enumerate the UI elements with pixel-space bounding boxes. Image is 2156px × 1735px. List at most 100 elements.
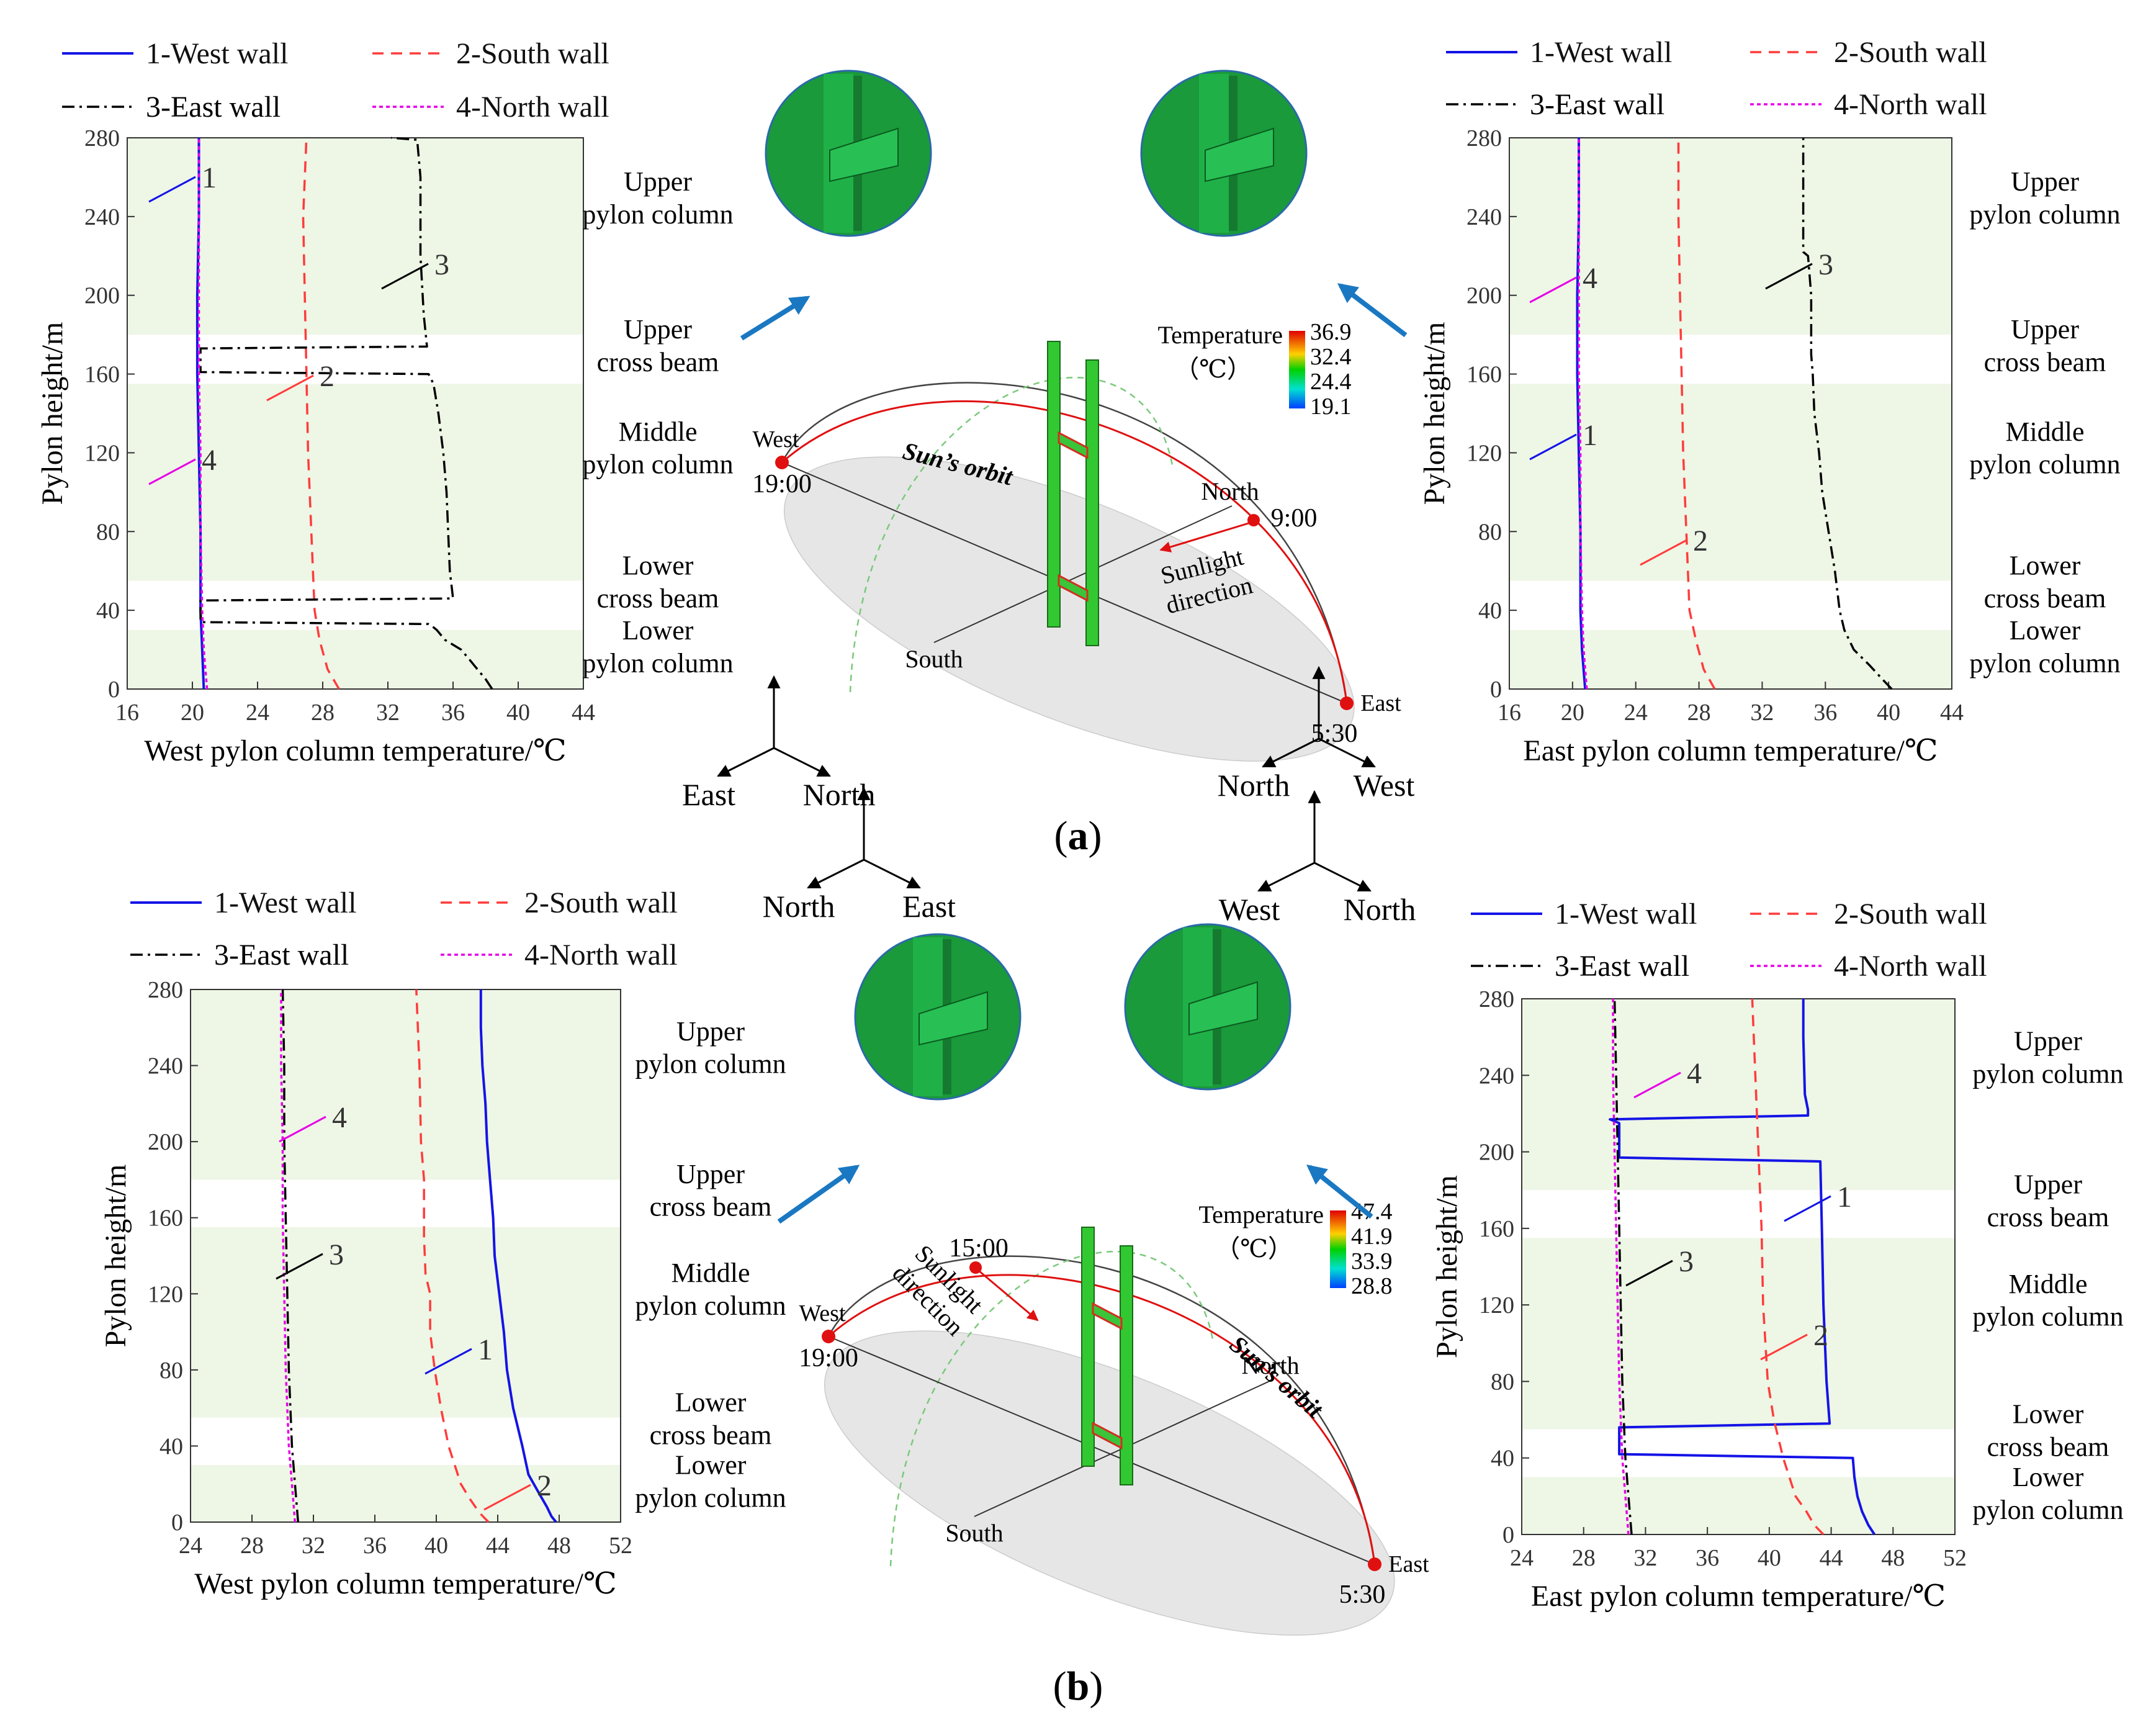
series-marker-leader-4 bbox=[1633, 1071, 1681, 1099]
legend-entry-1: 1-West wall bbox=[1530, 36, 1672, 69]
y-tick-label: 200 bbox=[148, 1129, 183, 1155]
x-tick-label: 48 bbox=[1881, 1545, 1905, 1571]
series-marker-leader-4 bbox=[148, 458, 196, 485]
x-tick-label: 36 bbox=[441, 700, 465, 726]
compass-south: South bbox=[905, 645, 963, 673]
panel-label-a: (a) bbox=[1054, 813, 1102, 858]
zoom-bubble-beam bbox=[829, 127, 899, 183]
plot-frame bbox=[190, 989, 621, 1523]
series-marker-4: 4 bbox=[332, 1101, 347, 1134]
series-marker-leader-3 bbox=[1765, 263, 1813, 290]
axis-label-1: North bbox=[763, 889, 835, 924]
plot-frame bbox=[1509, 137, 1952, 690]
axis-right bbox=[1318, 737, 1376, 768]
y-tick-label: 280 bbox=[148, 977, 183, 1003]
compass-east: East bbox=[1360, 690, 1401, 716]
sun-point-mid bbox=[1247, 514, 1260, 526]
y-tick-label: 40 bbox=[1478, 598, 1502, 624]
pointer-arrow-2 bbox=[1337, 283, 1408, 338]
legend-entry-4: 4-North wall bbox=[456, 91, 609, 124]
legend-entry-1: 1-West wall bbox=[146, 37, 288, 70]
x-tick-label: 20 bbox=[181, 700, 204, 726]
x-tick-label: 44 bbox=[486, 1533, 510, 1559]
series-line-4 bbox=[197, 138, 209, 690]
series-marker-3: 3 bbox=[1679, 1245, 1694, 1278]
region-band-2 bbox=[1509, 384, 1952, 581]
series-marker-4: 4 bbox=[202, 444, 217, 477]
x-tick-label: 44 bbox=[572, 700, 595, 726]
time-end: 5:30 bbox=[1339, 1580, 1386, 1609]
legend-entry-4: 4-North wall bbox=[1834, 88, 1987, 121]
series-marker-1: 1 bbox=[478, 1333, 493, 1366]
orbit-label: Sun’s orbit bbox=[1224, 1330, 1329, 1424]
series-line-2 bbox=[1751, 998, 1825, 1536]
series-marker-leader-1 bbox=[148, 176, 196, 203]
series-marker-2: 2 bbox=[537, 1469, 552, 1502]
series-marker-leader-1 bbox=[1529, 433, 1577, 461]
y-tick-label: 0 bbox=[171, 1510, 183, 1536]
legend-entry-4: 4-North wall bbox=[1834, 950, 1987, 983]
axis-left bbox=[1257, 862, 1315, 892]
diagrams-layer: Temperature（℃）36.932.424.419.1West19:00E… bbox=[682, 70, 1429, 1636]
y-tick-label: 40 bbox=[96, 598, 120, 624]
sun-point-start bbox=[822, 1330, 835, 1343]
y-axis-label: Pylon height/m bbox=[1431, 1175, 1463, 1358]
colorbar-title: Temperature bbox=[1198, 1201, 1324, 1228]
plot-frame bbox=[1521, 998, 1956, 1535]
sunlight-arrow bbox=[1159, 521, 1251, 552]
colorbar-unit: （℃） bbox=[1174, 355, 1252, 383]
series-marker-4: 4 bbox=[1583, 262, 1597, 295]
series-marker-leader-1 bbox=[424, 1348, 472, 1375]
x-tick-label: 40 bbox=[1877, 700, 1900, 726]
series-marker-leader-2 bbox=[1640, 539, 1687, 566]
y-axis-label: Pylon height/m bbox=[36, 322, 69, 505]
y-tick-label: 200 bbox=[1467, 283, 1502, 309]
legend-entry-2: 2-South wall bbox=[524, 886, 678, 919]
series-line-2 bbox=[1677, 138, 1716, 690]
sky-dome bbox=[781, 382, 1348, 704]
x-axis-label: East pylon column temperature/℃ bbox=[1523, 734, 1938, 767]
series-marker-2: 2 bbox=[1693, 525, 1708, 557]
cross-beam-2 bbox=[1058, 574, 1089, 602]
series-marker-leader-2 bbox=[266, 374, 314, 402]
x-tick-label: 28 bbox=[1687, 700, 1711, 726]
series-marker-1: 1 bbox=[1583, 419, 1597, 452]
colorbar-tick-3: 24.4 bbox=[1310, 369, 1352, 395]
y-tick-label: 160 bbox=[84, 362, 120, 388]
x-tick-label: 48 bbox=[547, 1533, 571, 1559]
y-tick-label: 200 bbox=[84, 283, 120, 309]
series-marker-3: 3 bbox=[1818, 248, 1833, 281]
x-tick-label: 36 bbox=[1696, 1545, 1719, 1571]
sunlight-arrow bbox=[978, 1269, 1039, 1322]
y-tick-label: 80 bbox=[159, 1358, 183, 1384]
axis-right bbox=[773, 747, 831, 777]
x-axis-label: East pylon column temperature/℃ bbox=[1531, 1580, 1946, 1613]
compass-north: North bbox=[1241, 1351, 1299, 1379]
y-tick-label: 240 bbox=[1467, 204, 1502, 230]
west-east-axis bbox=[828, 1336, 1375, 1565]
colorbar-tick-3: 33.9 bbox=[1351, 1248, 1393, 1274]
x-tick-label: 16 bbox=[1498, 700, 1521, 726]
legend-entry-3: 3-East wall bbox=[1530, 88, 1664, 121]
series-line-3 bbox=[1613, 998, 1633, 1535]
y-tick-label: 240 bbox=[84, 204, 120, 230]
series-marker-1: 1 bbox=[202, 161, 217, 194]
series-line-1 bbox=[479, 989, 557, 1523]
series-marker-leader-2 bbox=[1760, 1333, 1808, 1361]
time-start: 19:00 bbox=[752, 470, 812, 498]
diagram-2: Temperature（℃）47.441.933.928.8West19:00E… bbox=[763, 786, 1429, 1636]
zoom-bubble-right bbox=[1140, 70, 1308, 237]
x-tick-label: 44 bbox=[1940, 700, 1964, 726]
x-axis-label: West pylon column temperature/℃ bbox=[194, 1567, 616, 1600]
series-line-2 bbox=[302, 137, 340, 690]
colorbar-tick-1: 36.9 bbox=[1310, 319, 1352, 345]
series-marker-3: 3 bbox=[434, 248, 449, 281]
